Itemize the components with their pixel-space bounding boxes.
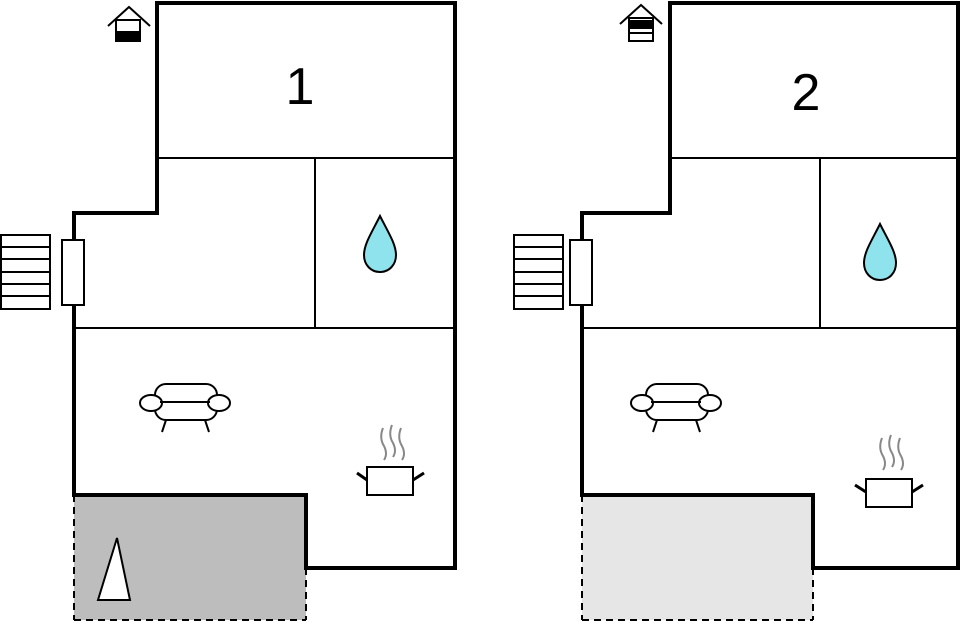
floor-plan-2: 2 xyxy=(513,1,960,621)
stairs-icon xyxy=(0,234,51,310)
entrance-door xyxy=(569,239,593,306)
floor-number: 2 xyxy=(792,64,821,122)
floor-plan-1: 1 xyxy=(0,1,457,621)
entrance-door xyxy=(61,239,85,306)
cooking-pot-icon xyxy=(854,434,924,508)
terrace-area xyxy=(73,495,307,621)
house-icon xyxy=(107,5,151,42)
floor-number: 1 xyxy=(286,58,315,116)
sofa-icon xyxy=(630,383,722,433)
house-icon xyxy=(619,3,663,42)
tent-icon xyxy=(96,537,132,601)
sofa-icon xyxy=(139,383,231,433)
cooking-pot-icon xyxy=(356,424,425,496)
water-drop-icon xyxy=(362,213,398,274)
stairs-icon xyxy=(513,234,564,310)
terrace-area xyxy=(581,495,814,621)
outer-wall xyxy=(580,1,960,570)
outer-wall xyxy=(72,1,457,570)
water-drop-icon xyxy=(862,221,898,282)
